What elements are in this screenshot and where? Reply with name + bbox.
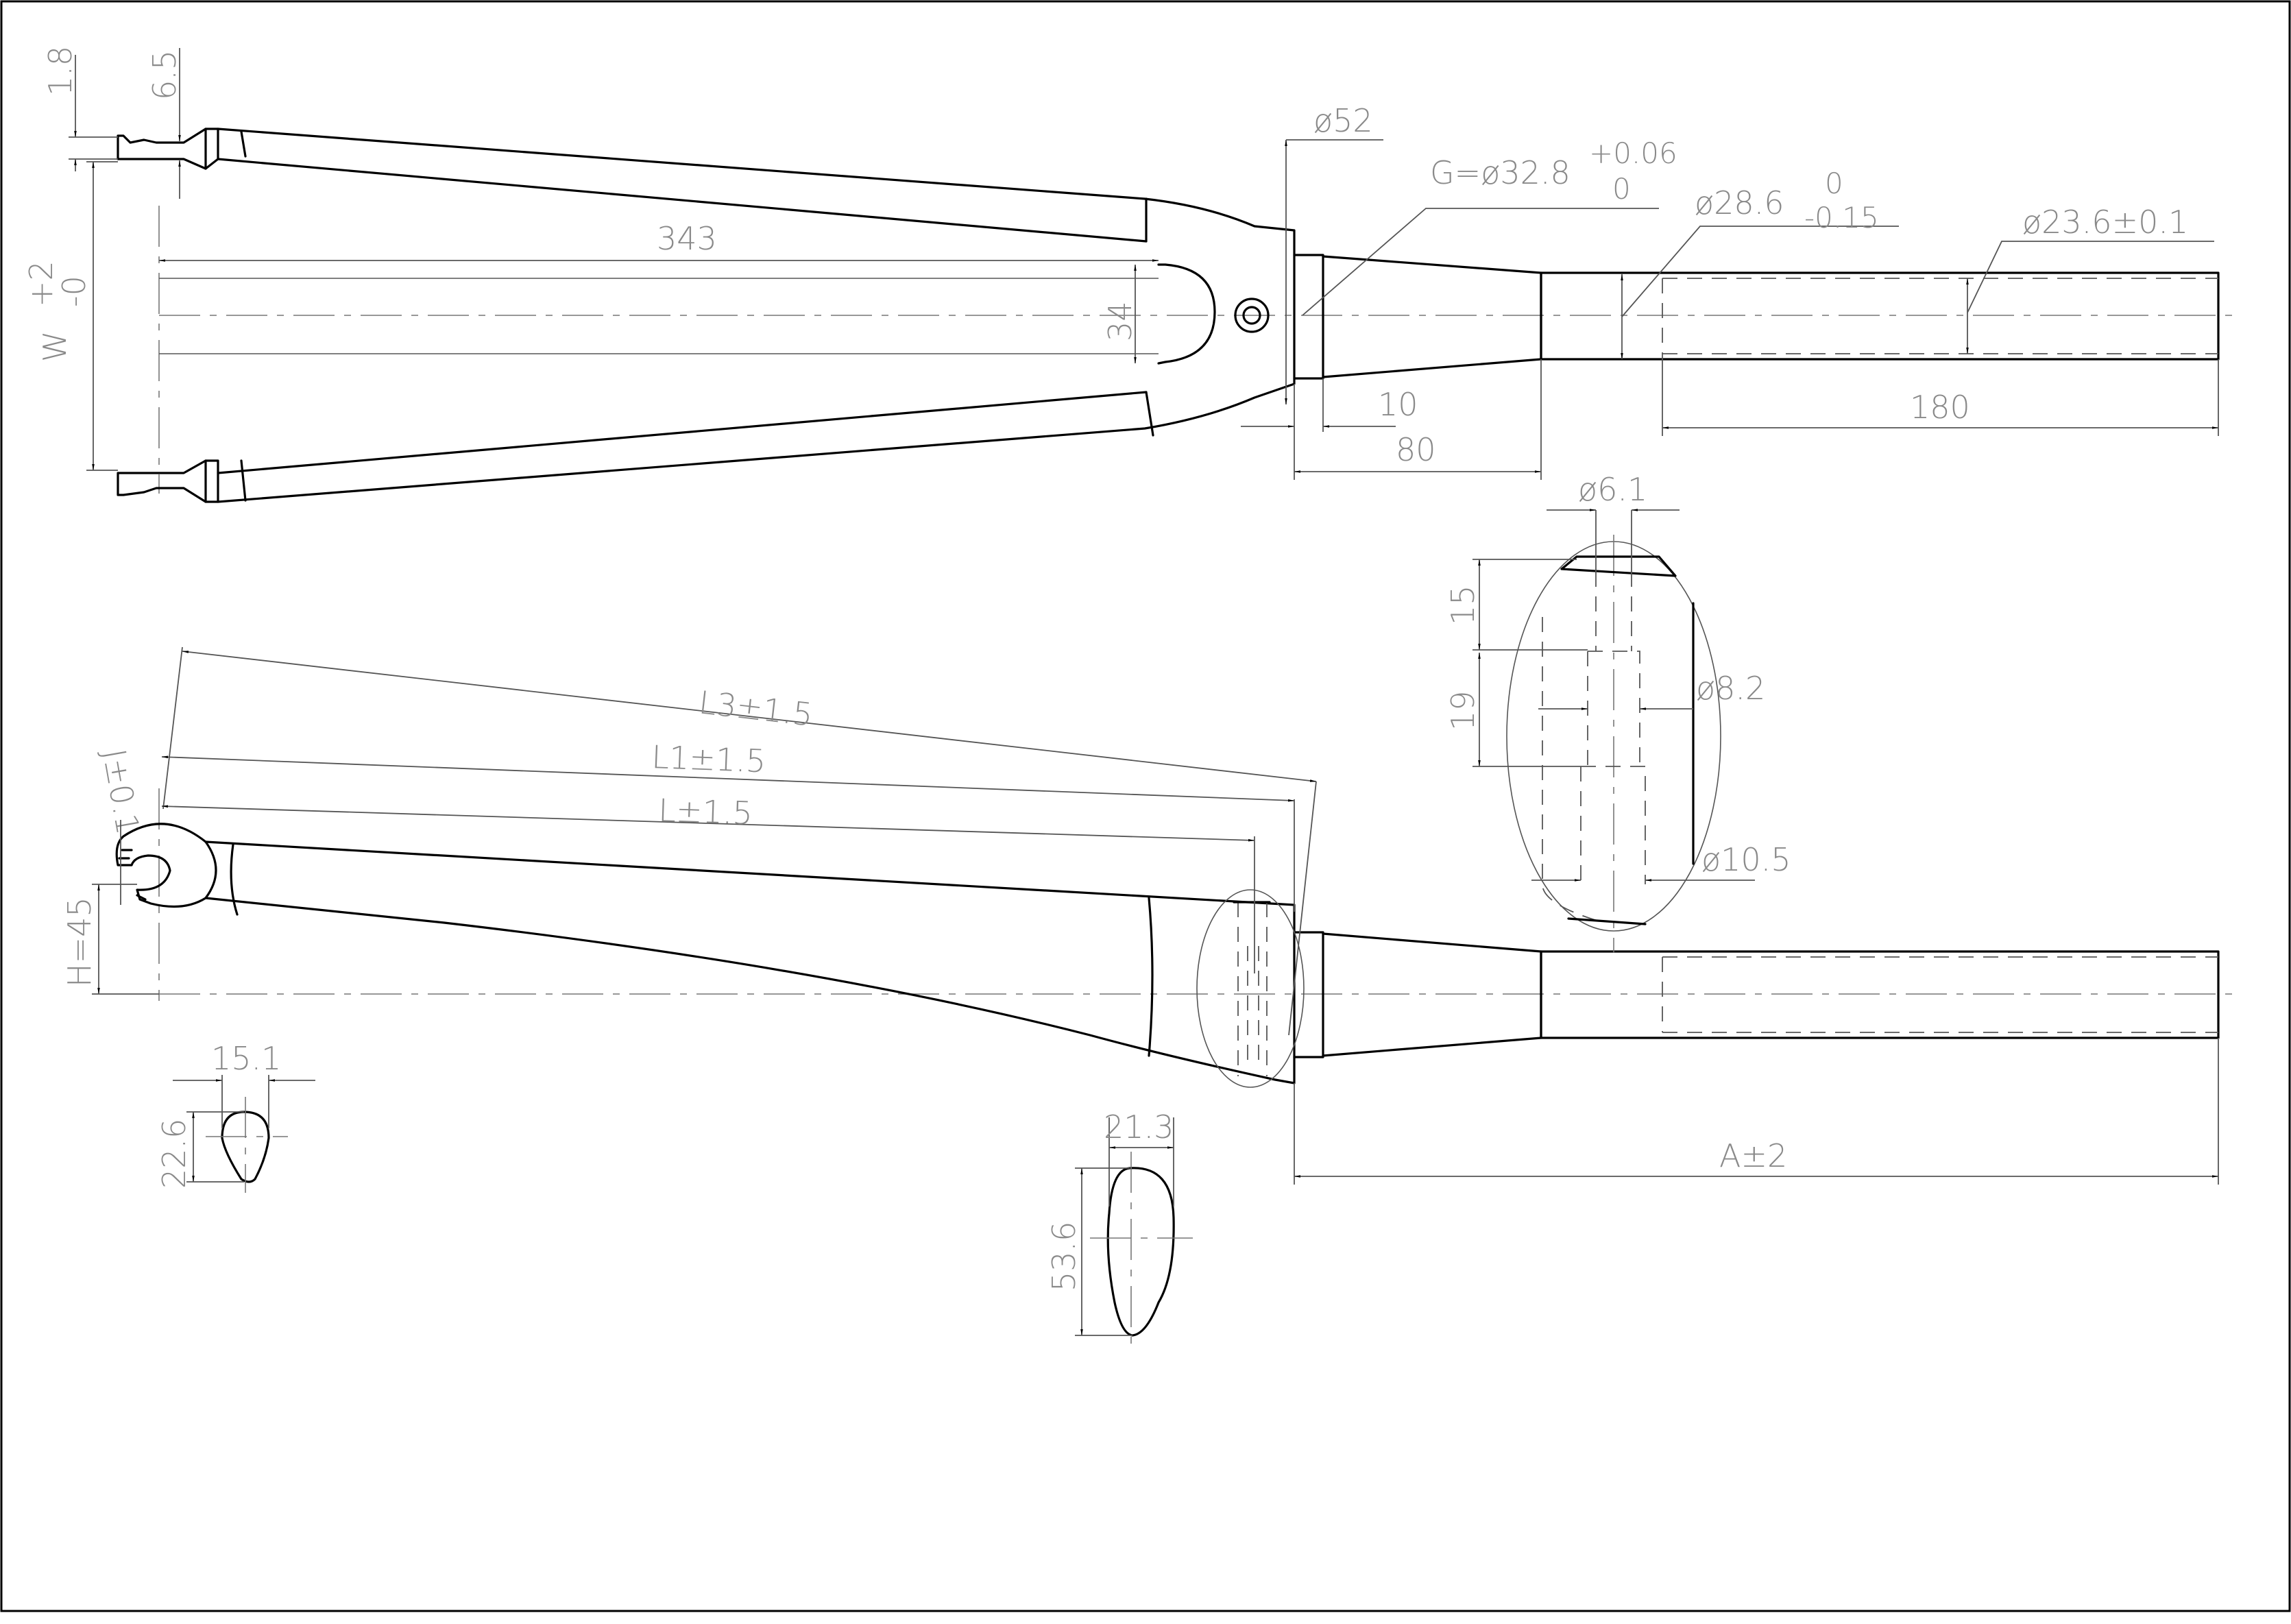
dim-180: 180 [1910,389,1970,426]
dim-phi28: ø28.6 [1695,184,1784,221]
dim-g-upper: +0.06 [1589,136,1677,170]
dim-phi6: ø6.1 [1578,471,1647,508]
dim-phi52: ø52 [1313,102,1373,139]
blade-section-large: 21.3 53.6 [1045,1108,1193,1344]
dim-a: A±2 [1719,1137,1787,1174]
dim-1-8: 1.8 [42,46,79,96]
dim-phi28-lower: -0.15 [1804,201,1879,234]
side-view-fork [115,788,2235,1088]
dim-6-5: 6.5 [146,50,183,100]
dim-phi28-upper: 0 [1825,167,1843,200]
dim-l1: L1±1.5 [651,738,767,779]
dim-phi23: ø23.6±0.1 [2022,204,2188,241]
dim-22-6: 22.6 [156,1119,193,1189]
dim-19: 19 [1444,690,1481,731]
dim-g: G=ø32.8 [1430,154,1571,191]
front-view-dimensions: 1.8 6.5 W +2 -0 343 34 ø52 G=ø32.8 +0.06… [23,46,2219,480]
dim-34: 34 [1102,301,1139,341]
dim-phi10: ø10.5 [1701,841,1791,878]
dim-15: 15 [1444,585,1481,625]
dim-80: 80 [1396,431,1436,468]
dim-w-upper: +2 [23,260,60,307]
dim-10: 10 [1378,386,1418,423]
dim-l3: L3±1.5 [697,683,815,734]
dim-21-3: 21.3 [1104,1108,1174,1146]
dim-53-6: 53.6 [1045,1222,1082,1292]
dim-w: W [36,331,73,362]
dim-15-1: 15.1 [211,1040,281,1077]
front-view-fork [117,128,2235,503]
blade-section-small: 15.1 22.6 [156,1040,315,1193]
dim-h: H=45 [61,897,98,987]
dim-g-lower: 0 [1612,172,1631,206]
detail-crown-section: ø6.1 15 19 ø8.2 ø10.5 [1444,471,1791,953]
dim-l: L±1.5 [658,792,753,832]
dim-w-lower: -0 [56,276,93,307]
dim-343: 343 [657,220,717,257]
dim-phi8: ø8.2 [1696,670,1765,707]
